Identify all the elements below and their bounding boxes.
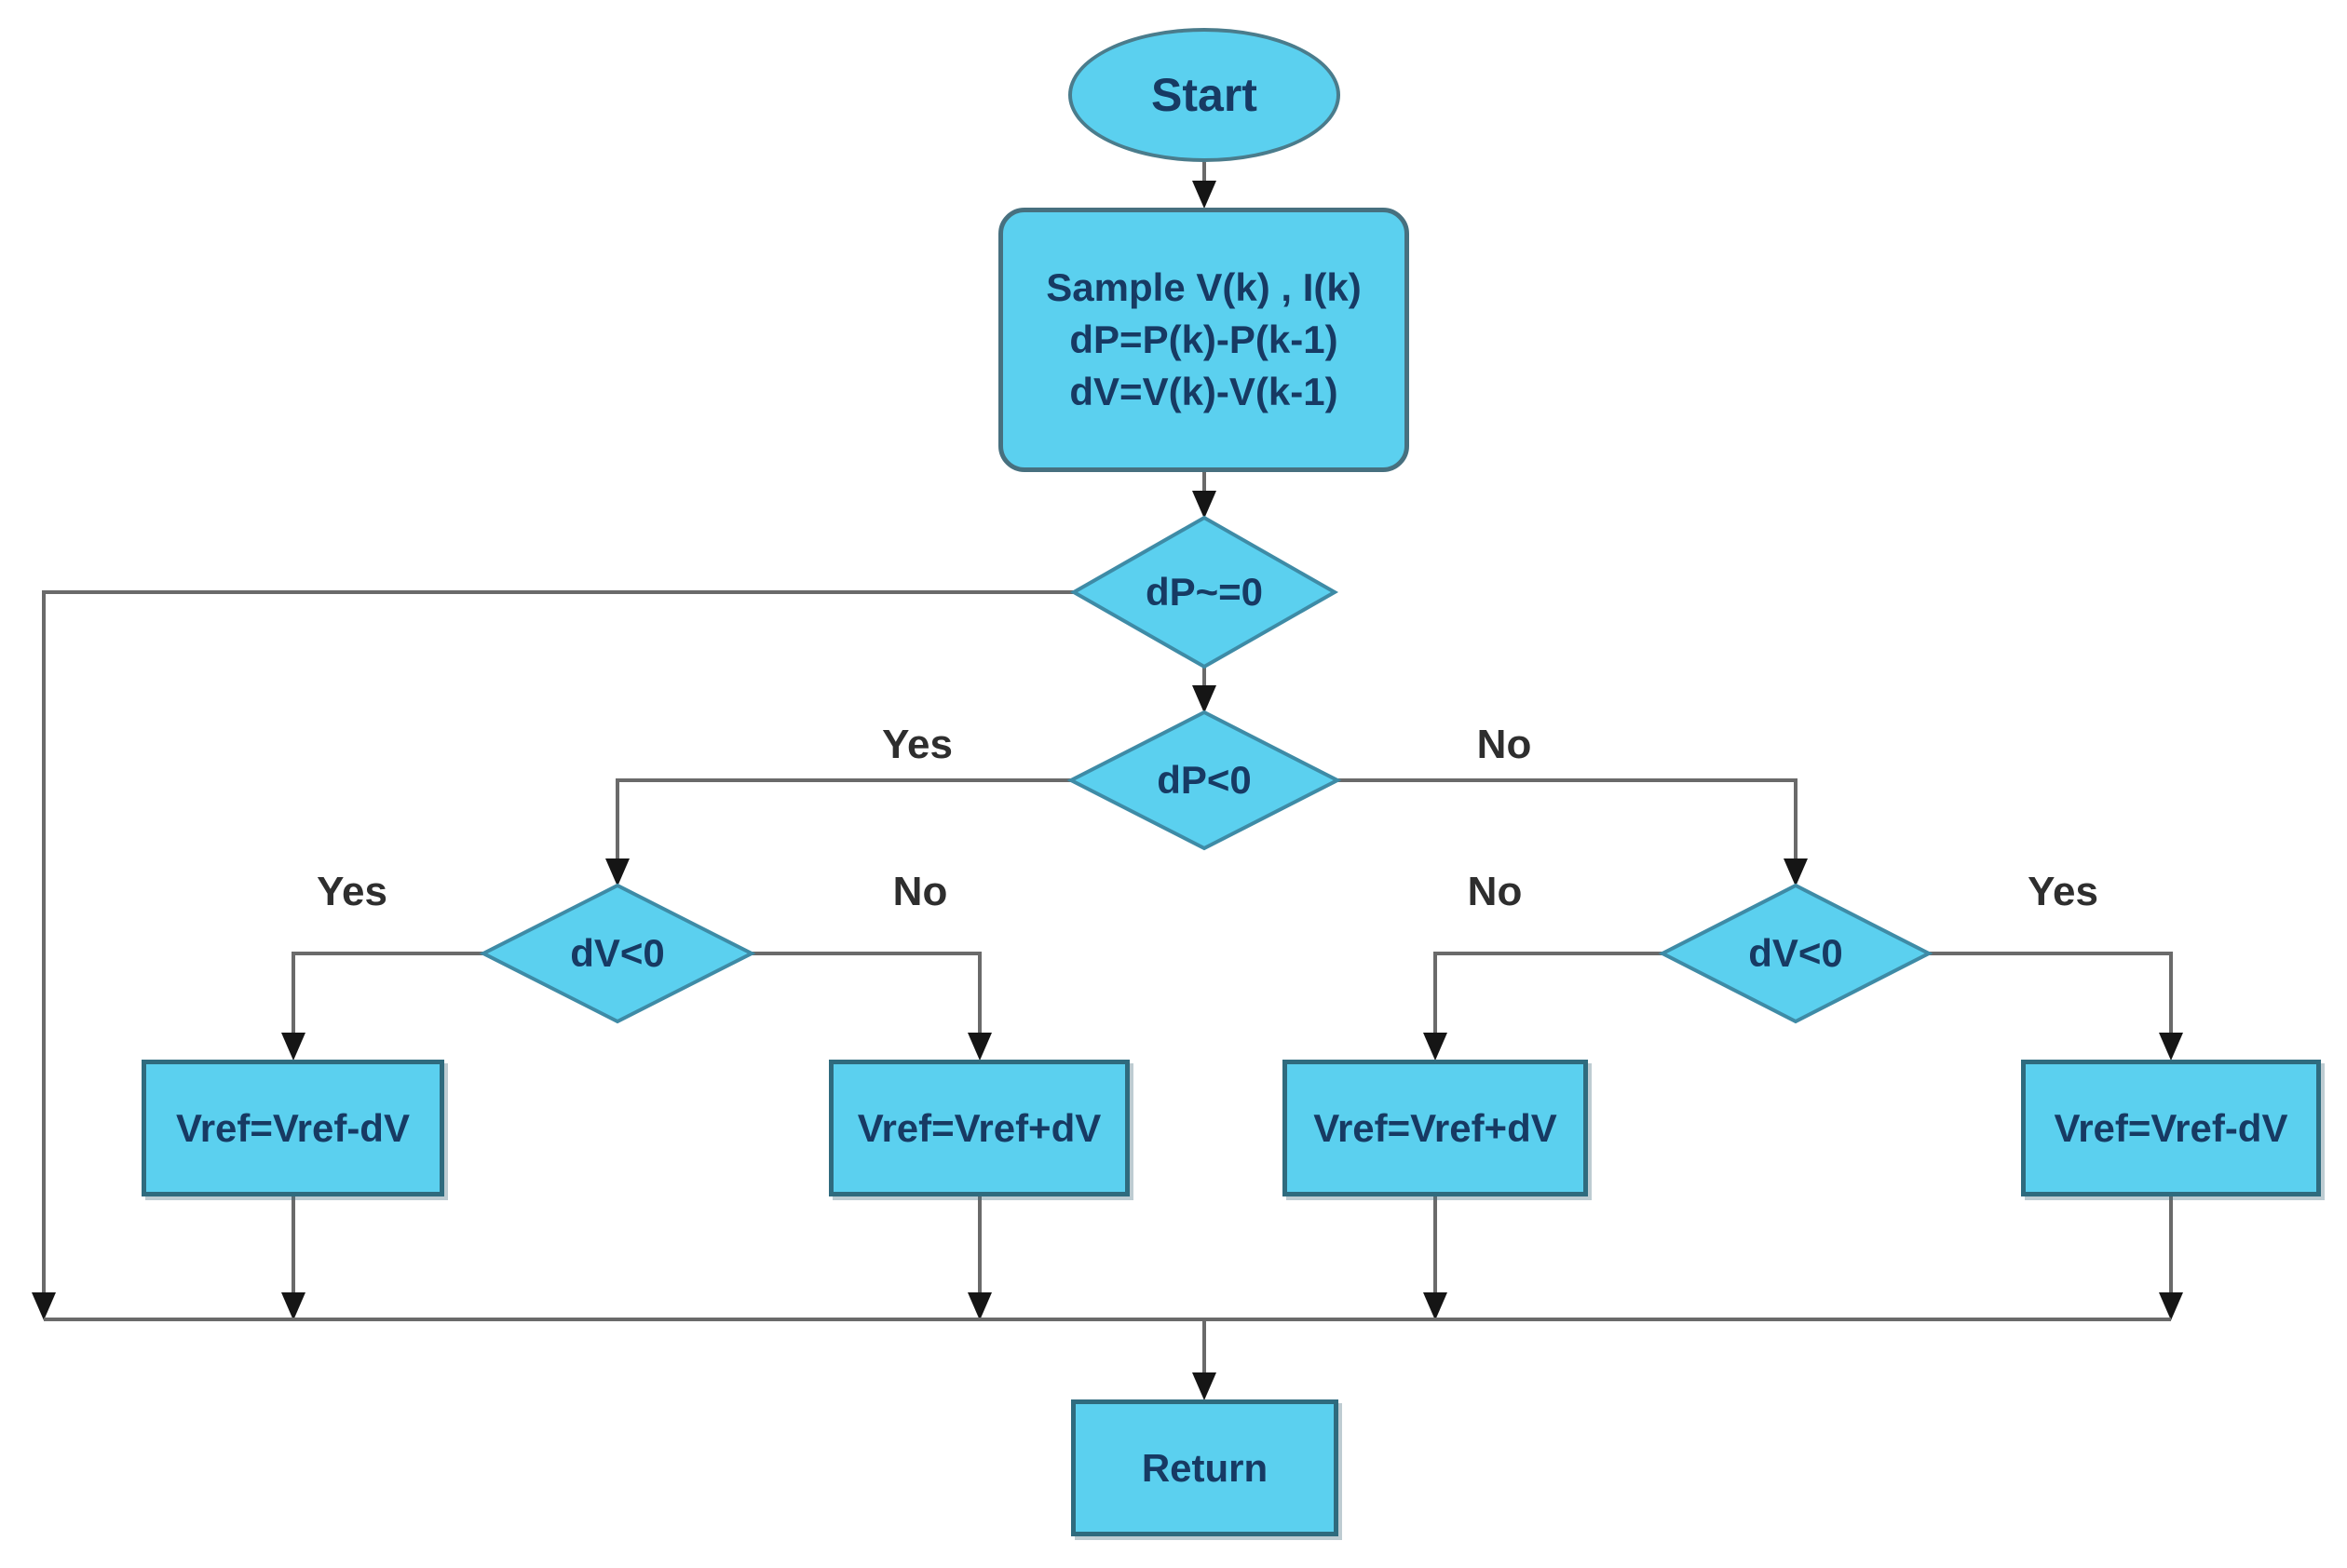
branch-label-dp-no: No	[1476, 722, 1532, 767]
sample-line-3: dV=V(k)-V(k-1)	[1069, 370, 1338, 413]
sample-node: Sample V(k) , I(k) dP=P(k)-P(k-1) dV=V(k…	[998, 208, 1409, 472]
edge-dp0-feedback	[32, 590, 1074, 1320]
action-right-inner-label: Vref=Vref+dV	[1313, 1105, 1557, 1150]
action-right-outer-label: Vref=Vref-dV	[2054, 1105, 2288, 1150]
start-node: Start	[1068, 28, 1340, 162]
action-right-outer-node: Vref=Vref-dV	[2021, 1060, 2321, 1196]
return-node: Return	[1071, 1399, 1338, 1536]
branch-label-dp-yes: Yes	[882, 722, 953, 767]
decision-dv-right-diamond	[1658, 883, 1933, 1024]
decision-dv-left-diamond	[479, 883, 756, 1024]
action-left-inner-node: Vref=Vref+dV	[829, 1060, 1130, 1196]
action-right-inner-node: Vref=Vref+dV	[1282, 1060, 1588, 1196]
branch-label-dvright-no: No	[1467, 869, 1523, 914]
branch-label-dvleft-no: No	[892, 869, 948, 914]
return-label: Return	[1141, 1445, 1268, 1490]
edge-dvleft-yes	[281, 952, 483, 1061]
sample-line-2: dP=P(k)-P(k-1)	[1069, 318, 1338, 361]
branch-label-dvleft-yes: Yes	[317, 869, 387, 914]
sample-line-1: Sample V(k) , I(k)	[1046, 265, 1362, 309]
decision-dp-neg-diamond	[1066, 710, 1342, 851]
edge-dvleft-no	[752, 952, 992, 1061]
sample-text: Sample V(k) , I(k) dP=P(k)-P(k-1) dV=V(k…	[1046, 262, 1361, 418]
edge-dpneg-yes	[605, 778, 1071, 886]
action-left-outer-node: Vref=Vref-dV	[142, 1060, 444, 1196]
action-left-inner-label: Vref=Vref+dV	[857, 1105, 1102, 1150]
start-label: Start	[1151, 69, 1257, 121]
edge-dvright-no	[1423, 952, 1662, 1061]
branch-label-dvright-yes: Yes	[2028, 869, 2098, 914]
decision-dp-zero-diamond	[1069, 515, 1339, 669]
edge-dpneg-no	[1337, 778, 1808, 886]
action-left-outer-label: Vref=Vref-dV	[176, 1105, 410, 1150]
edge-dvright-yes	[1929, 952, 2183, 1061]
